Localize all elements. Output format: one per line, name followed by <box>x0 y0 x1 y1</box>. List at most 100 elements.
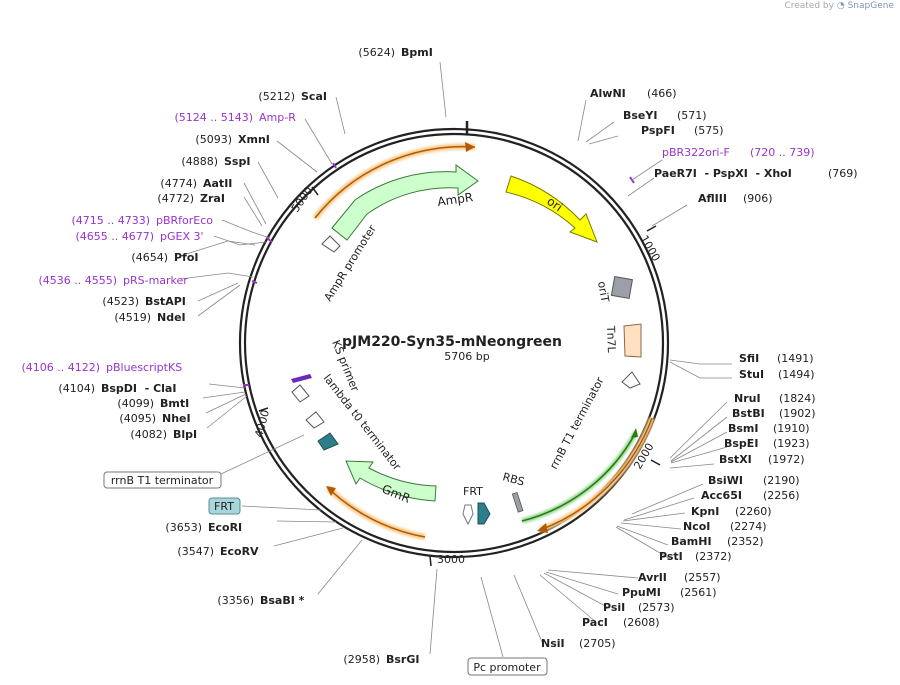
boxed-label-rrnb-bg <box>103 471 222 489</box>
site-pos-amp-r: (5124 .. 5143) <box>174 111 253 124</box>
site-pos-ppumi: (2561) <box>680 586 717 599</box>
site-pos-ecorv: (3547) <box>177 545 214 558</box>
site-name-bspdi-clai: BspDI - ClaI <box>101 382 176 395</box>
feature-label-orit: oriT <box>595 280 612 303</box>
ks-primer-feature <box>291 374 312 383</box>
site-name-bstapi: BstAPI <box>145 295 186 308</box>
site-pos-sfii: (1491) <box>777 352 814 365</box>
site-pos-bstbi: (1902) <box>779 407 816 420</box>
site-pos-ndei: (4519) <box>114 311 151 324</box>
site-name-scai: ScaI <box>301 90 327 103</box>
feature-label-rrnb-right: rrnB T1 terminator <box>547 375 607 472</box>
site-name-nrui: NruI <box>734 392 761 405</box>
site-pos-pbluescriptks: (4106 .. 4122) <box>21 361 100 374</box>
site-pos-bspdi-clai: (4104) <box>58 382 95 395</box>
site-name-psti: PstI <box>659 550 683 563</box>
site-name-acc65i: Acc65I <box>701 489 742 502</box>
site-pos-bstxi: (1972) <box>768 453 805 466</box>
site-pos-nsii: (2705) <box>579 637 616 650</box>
site-name-stui: StuI <box>739 368 764 381</box>
site-pos-pbr322ori-f: (720 .. 739) <box>750 146 815 159</box>
site-name-bamhi: BamHI <box>671 535 712 548</box>
site-pos-pgex3: (4655 .. 4677) <box>75 230 154 243</box>
site-pos-aatii: (4774) <box>160 177 197 190</box>
site-pos-stui: (1494) <box>778 368 815 381</box>
site-pos-blpi: (4082) <box>130 428 167 441</box>
site-pos-paer7i: (769) <box>828 167 858 180</box>
site-pos-afliii: (906) <box>743 192 773 205</box>
watermark-prefix: Created by <box>784 1 834 11</box>
site-pos-zrai: (4772) <box>157 192 194 205</box>
site-pos-bsiwi: (2190) <box>763 474 800 487</box>
site-name-paer7i-pspxi-xhoi: PaeR7I - PspXI - XhoI <box>654 167 792 180</box>
site-name-nhei: NheI <box>162 412 191 425</box>
site-pos-psti: (2372) <box>695 550 732 563</box>
site-name-bpmi: BpmI <box>401 46 433 59</box>
site-pos-bstapi: (4523) <box>102 295 139 308</box>
ampr-promoter-feature <box>321 235 341 253</box>
feature-label-lambda-terminator: lambda t0 terminator <box>321 372 404 473</box>
site-pos-pspfi: (575) <box>694 124 724 137</box>
backbone-inner <box>243 132 665 554</box>
site-pos-ncoi: (2274) <box>730 520 767 533</box>
site-pos-avrii: (2557) <box>684 571 721 584</box>
site-pos-bsmi: (1910) <box>773 422 810 435</box>
site-pos-pbrforeco: (4715 .. 4733) <box>71 214 150 227</box>
site-name-pbluescriptks: pBluescriptKS <box>106 361 182 374</box>
site-name-bstbi: BstBI <box>732 407 765 420</box>
plasmid-size: 5706 bp <box>444 350 489 363</box>
site-name-bsabi: BsaBI * <box>260 594 305 607</box>
site-name-pspfi: PspFI <box>641 124 675 137</box>
site-pos-kpni: (2260) <box>735 505 772 518</box>
boxed-label-pc-promoter: Pc promoter <box>473 661 541 674</box>
site-pos-nhei: (4095) <box>119 412 156 425</box>
feature-label-ampr: AmpR <box>436 190 473 209</box>
boxed-label-frt-bg <box>208 497 241 515</box>
left-terminator-feature <box>305 411 325 429</box>
site-name-pgex3: pGEX 3' <box>160 230 204 243</box>
site-name-bstxi: BstXI <box>719 453 752 466</box>
site-pos-bseyi: (571) <box>677 109 707 122</box>
site-pos-acc65i: (2256) <box>763 489 800 502</box>
green-orf-arc <box>521 428 639 524</box>
site-pos-pfoi: (4654) <box>131 251 168 264</box>
boxed-label-pc-promoter-bg <box>467 657 548 676</box>
site-name-psii: PsiI <box>603 601 625 614</box>
site-name-ppumi: PpuMI <box>622 586 661 599</box>
site-pos-paci: (2608) <box>623 616 660 629</box>
lambda-terminator-feature <box>291 384 310 403</box>
scale-ticks <box>258 186 661 567</box>
site-name-ecori: EcoRI <box>208 521 242 534</box>
site-name-alwni: AlwNI <box>590 87 626 100</box>
site-name-ncoi: NcoI <box>683 520 710 533</box>
site-name-bmti: BmtI <box>160 397 189 410</box>
site-name-blpi: BlpI <box>173 428 197 441</box>
plasmid-name: pJM220-Syn35-mNeongreen <box>342 334 562 350</box>
site-name-bsrgi: BsrGI <box>386 653 419 666</box>
site-pos-xmni: (5093) <box>195 133 232 146</box>
site-name-xmni: XmnI <box>238 133 270 146</box>
teal-feature <box>317 432 339 451</box>
tick-label-3000: 3000 <box>437 553 465 566</box>
feature-label-frt: FRT <box>463 485 483 498</box>
site-pos-nrui: (1824) <box>779 392 816 405</box>
orf-arcs <box>312 142 655 540</box>
site-pos-alwni: (466) <box>647 87 677 100</box>
site-name-sfii: SfiI <box>739 352 759 365</box>
site-pos-bpmi: (5624) <box>358 46 395 59</box>
site-name-ecorv: EcoRV <box>220 545 259 558</box>
rbs-feature <box>511 492 524 513</box>
feature-label-tn7l: Tn7L <box>604 325 618 354</box>
site-name-pfoi: PfoI <box>174 251 199 264</box>
site-name-sspi: SspI <box>224 155 250 168</box>
site-name-amp-r: Amp-R <box>259 111 296 124</box>
feature-label-rbs: RBS <box>501 470 526 488</box>
ori-feature <box>505 175 598 243</box>
boxed-label-rrnb: rrnB T1 terminator <box>111 474 214 487</box>
site-pos-scai: (5212) <box>258 90 295 103</box>
site-name-bsiwi: BsiWI <box>708 474 743 487</box>
tn7l-feature <box>623 323 642 358</box>
site-name-ndei: NdeI <box>157 311 186 324</box>
site-name-pbr322ori-f: pBR322ori-F <box>662 146 730 159</box>
